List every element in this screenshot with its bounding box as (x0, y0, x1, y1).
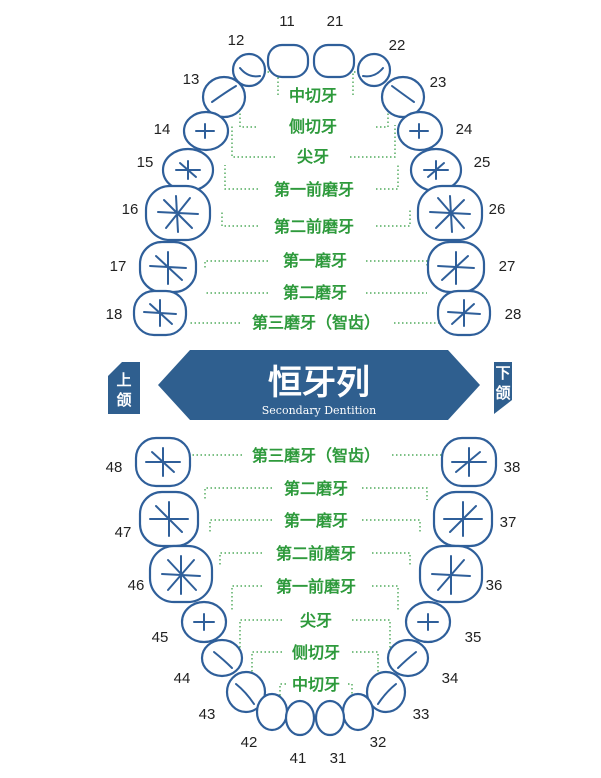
upper-jaw-char-2: 颌 (116, 391, 131, 409)
label-lower-first-premolar: 第一前磨牙 (276, 577, 356, 596)
label-upper-first-molar: 第一磨牙 (283, 251, 347, 270)
label-lower-second-molar: 第二磨牙 (284, 479, 348, 498)
tooth-number-44: 44 (174, 670, 191, 687)
tooth-13 (201, 75, 247, 119)
label-upper-third-molar: 第三磨牙（智齿） (252, 313, 380, 332)
label-upper-lateral-incisor: 侧切牙 (289, 117, 337, 136)
tooth-number-11: 11 (279, 13, 295, 30)
lower-jaw-char-1: 下 (495, 364, 510, 382)
tooth-31 (314, 699, 346, 737)
label-upper-first-premolar: 第一前磨牙 (274, 180, 354, 199)
tooth-number-15: 15 (137, 154, 154, 171)
upper-arch: 11 12 13 14 15 16 17 18 21 22 23 24 25 2… (106, 13, 522, 337)
tooth-number-12: 12 (228, 32, 245, 49)
tooth-42 (255, 692, 289, 732)
label-upper-second-molar: 第二磨牙 (283, 283, 347, 302)
tooth-number-41: 41 (290, 750, 307, 767)
label-upper-canine: 尖牙 (297, 147, 329, 166)
banner-subtitle: Secondary Dentition (262, 404, 376, 417)
tooth-number-16: 16 (122, 201, 139, 218)
tooth-number-37: 37 (500, 514, 517, 531)
label-upper-central-incisor: 中切牙 (289, 86, 337, 105)
tooth-number-33: 33 (413, 706, 430, 723)
label-lower-third-molar: 第三磨牙（智齿） (252, 446, 380, 465)
tooth-number-43: 43 (199, 706, 216, 723)
tooth-12 (231, 52, 267, 88)
lower-grooves (145, 447, 487, 705)
tooth-21 (312, 43, 356, 79)
tooth-number-32: 32 (370, 734, 387, 751)
tooth-number-14: 14 (154, 121, 171, 138)
tooth-number-31: 31 (330, 750, 347, 767)
label-lower-central-incisor: 中切牙 (292, 675, 340, 694)
tooth-number-28: 28 (505, 306, 522, 323)
tooth-number-18: 18 (106, 306, 123, 323)
tooth-number-35: 35 (465, 629, 482, 646)
tooth-number-47: 47 (115, 524, 132, 541)
upper-tooth-numbers: 11 12 13 14 15 16 17 18 21 22 23 24 25 2… (106, 13, 522, 323)
tooth-number-26: 26 (489, 201, 506, 218)
lower-leader-lines (190, 454, 442, 700)
tooth-11 (266, 43, 310, 79)
tooth-number-42: 42 (241, 734, 258, 751)
label-lower-lateral-incisor: 侧切牙 (292, 643, 340, 662)
label-upper-second-premolar: 第二前磨牙 (274, 217, 354, 236)
tooth-number-27: 27 (499, 258, 516, 275)
lower-tooth-numbers: 41 42 43 44 45 46 47 48 31 32 33 34 35 3… (106, 459, 521, 767)
tooth-number-45: 45 (152, 629, 169, 646)
tooth-number-25: 25 (474, 154, 491, 171)
label-lower-first-molar: 第一磨牙 (284, 511, 348, 530)
banner-title: 恒牙列 (268, 363, 370, 403)
label-lower-second-premolar: 第二前磨牙 (276, 544, 356, 563)
tooth-number-48: 48 (106, 459, 123, 476)
lower-jaw-char-2: 颌 (495, 384, 510, 402)
tooth-number-36: 36 (486, 577, 503, 594)
tooth-number-46: 46 (128, 577, 145, 594)
tooth-number-13: 13 (183, 71, 200, 88)
tooth-number-17: 17 (110, 258, 127, 275)
tooth-number-22: 22 (389, 37, 406, 54)
upper-grooves (143, 67, 481, 327)
lower-jaw-tag (494, 362, 512, 414)
upper-jaw-tag (108, 362, 140, 414)
tooth-33 (365, 670, 407, 714)
lower-tooth-labels: 第三磨牙（智齿） 第二磨牙 第一磨牙 第二前磨牙 第一前磨牙 尖牙 侧切牙 中切… (252, 446, 380, 694)
tooth-number-38: 38 (504, 459, 521, 476)
lower-arch: 41 42 43 44 45 46 47 48 31 32 33 34 35 3… (106, 436, 521, 767)
banner: 恒牙列 Secondary Dentition 上 颌 下 颌 (108, 350, 512, 420)
tooth-number-34: 34 (442, 670, 459, 687)
tooth-number-23: 23 (430, 74, 447, 91)
tooth-41 (284, 699, 316, 737)
label-lower-canine: 尖牙 (300, 611, 332, 630)
upper-tooth-labels: 中切牙 侧切牙 尖牙 第一前磨牙 第二前磨牙 第一磨牙 第二磨牙 第三磨牙（智齿… (252, 86, 380, 332)
banner-ribbon (158, 350, 480, 420)
tooth-number-21: 21 (327, 13, 344, 30)
tooth-22 (356, 52, 392, 88)
tooth-number-24: 24 (456, 121, 473, 138)
tooth-32 (341, 692, 375, 732)
upper-jaw-char-1: 上 (116, 371, 131, 389)
tooth-43 (225, 670, 267, 714)
